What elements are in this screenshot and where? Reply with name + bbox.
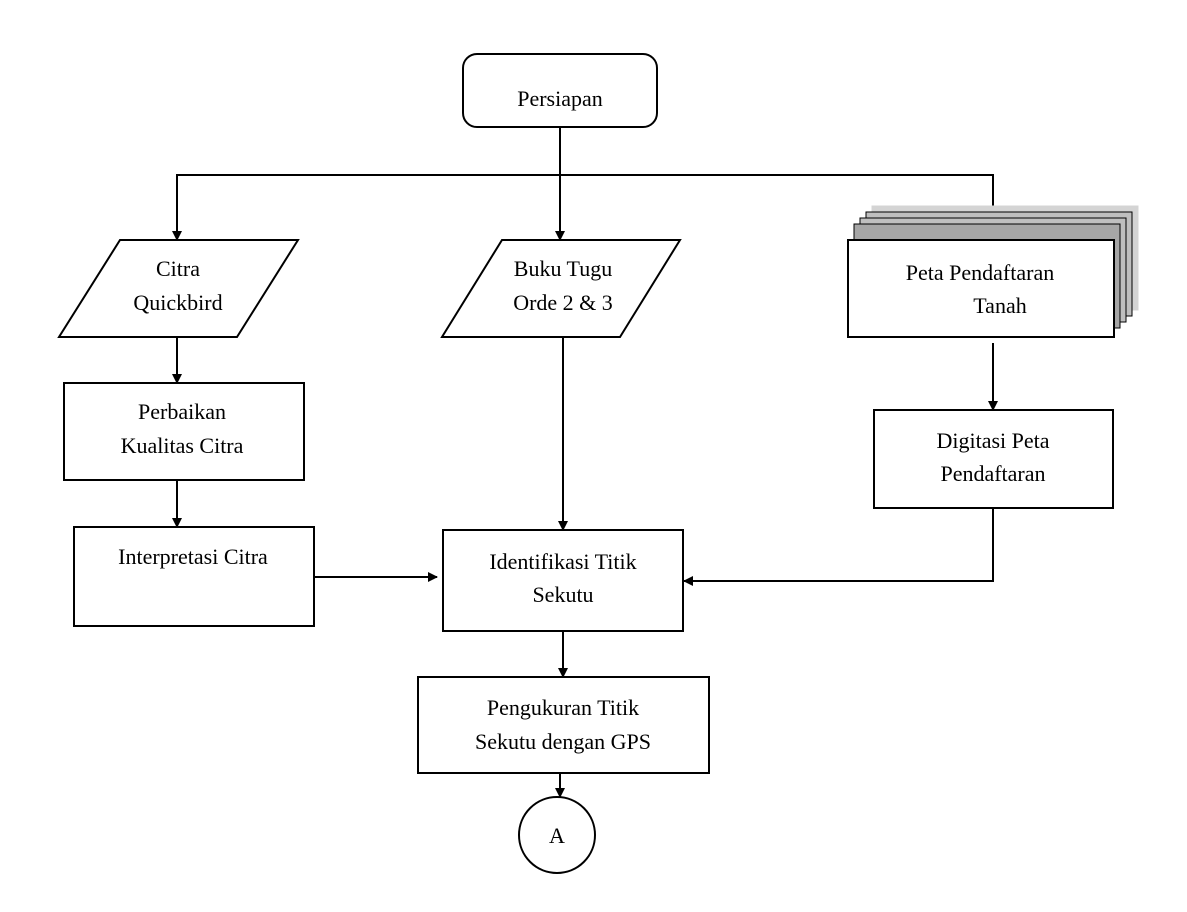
peta-multi-document-node: Peta Pendaftaran Tanah: [847, 205, 1139, 338]
arrow-digitasi-to-identifikasi: [683, 508, 994, 586]
buku-label-line1: Buku Tugu: [514, 256, 612, 281]
start-label: Persiapan: [517, 86, 603, 111]
digitasi-process-node: Digitasi Peta Pendaftaran: [873, 409, 1114, 509]
pengukuran-process-node: Pengukuran Titik Sekutu dengan GPS: [417, 676, 710, 774]
citra-label-line1: Citra: [156, 256, 200, 281]
pengukuran-label-line1: Pengukuran Titik: [487, 695, 639, 720]
peta-label-line1: Peta Pendaftaran: [906, 260, 1054, 285]
peta-label-line2: Tanah: [973, 293, 1026, 318]
buku-label-line2: Orde 2 & 3: [513, 290, 613, 315]
start-node: Persiapan: [462, 53, 658, 128]
interpretasi-process-node: Interpretasi Citra: [73, 526, 315, 627]
identifikasi-label-line1: Identifikasi Titik: [489, 549, 636, 574]
pengukuran-label-line2: Sekutu dengan GPS: [475, 729, 651, 754]
perbaikan-label-line1: Perbaikan: [138, 399, 226, 424]
buku-input-node: Buku Tugu Orde 2 & 3: [440, 239, 682, 338]
digitasi-label-line1: Digitasi Peta: [936, 428, 1049, 453]
doc-front: [847, 239, 1115, 338]
citra-label-line2: Quickbird: [133, 290, 222, 315]
identifikasi-process-node: Identifikasi Titik Sekutu: [442, 529, 684, 632]
connector-label: A: [549, 823, 565, 848]
identifikasi-label-line2: Sekutu: [532, 582, 593, 607]
interpretasi-label: Interpretasi Citra: [118, 544, 268, 569]
offpage-connector-a: A: [518, 796, 596, 874]
perbaikan-label-line2: Kualitas Citra: [121, 433, 244, 458]
digitasi-label-line2: Pendaftaran: [940, 461, 1045, 486]
citra-input-node: Citra Quickbird: [57, 239, 300, 338]
perbaikan-process-node: Perbaikan Kualitas Citra: [63, 382, 305, 481]
